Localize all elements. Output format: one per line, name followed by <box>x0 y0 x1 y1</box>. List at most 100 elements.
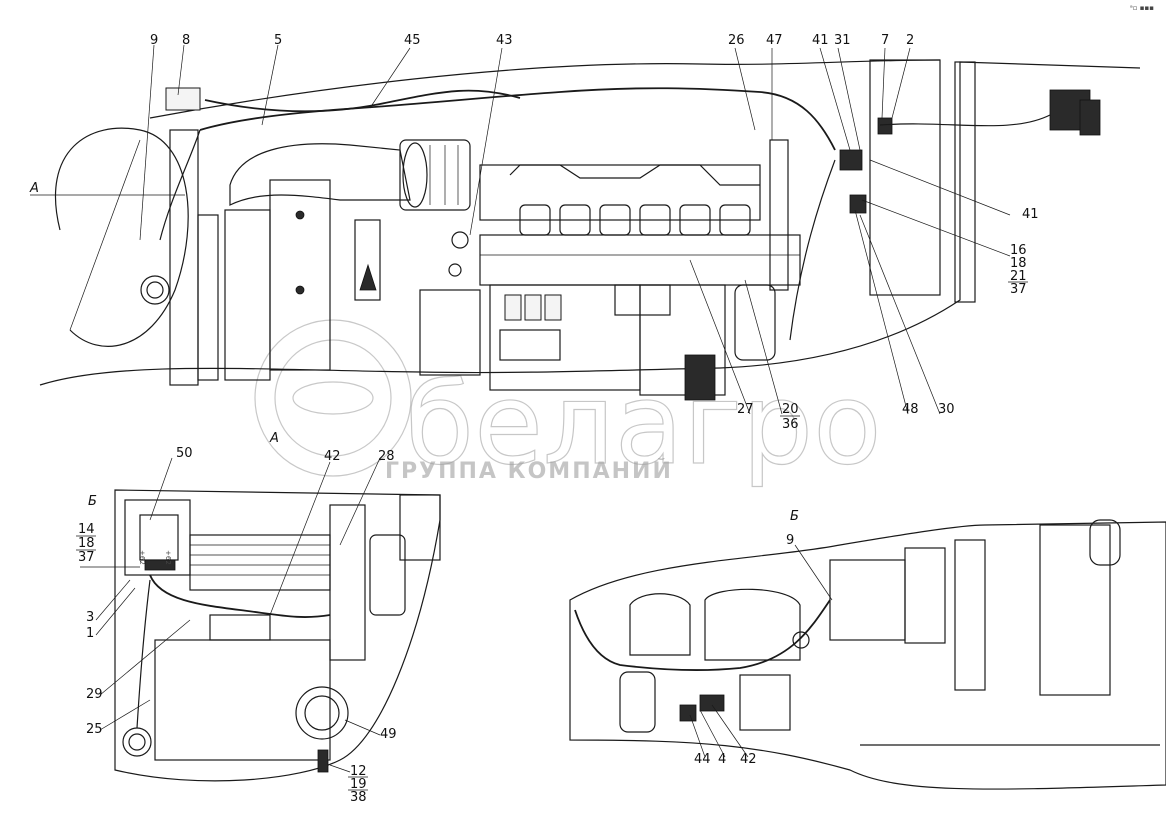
callout-36: 36 <box>782 417 799 432</box>
harness-upper <box>204 89 521 113</box>
horn <box>140 275 170 305</box>
callout-3: 3 <box>86 610 94 625</box>
callout-21: 21 <box>1010 269 1027 284</box>
frame-bracket <box>269 179 331 371</box>
callout-19: 19 <box>350 777 367 792</box>
leader-lines-top <box>139 44 1011 415</box>
watermark-logo-text: белагро <box>405 360 882 490</box>
harness-side <box>789 159 836 341</box>
radiator-core <box>197 214 219 381</box>
callout-4: 4 <box>718 752 726 767</box>
hood-top-line <box>149 59 941 119</box>
callout-41-right: 41 <box>1022 207 1039 222</box>
detail-right-outline <box>569 521 1166 790</box>
connector-block-b <box>849 194 867 214</box>
callout-16: 16 <box>1010 243 1027 258</box>
callout-8: 8 <box>182 33 190 48</box>
callout-27: 27 <box>737 402 754 417</box>
hood-outline <box>39 61 1141 386</box>
fuel-filter <box>619 671 656 733</box>
oil-filter <box>734 284 776 361</box>
fan-axis <box>69 139 141 331</box>
callout-44: 44 <box>694 752 711 767</box>
starter-relay <box>684 354 716 401</box>
callout-2: 2 <box>906 33 914 48</box>
corner-mark: ᵃ▫ ▪▪▪ <box>1130 4 1154 12</box>
callout-42-left: 42 <box>324 449 341 464</box>
tank-left <box>629 593 691 656</box>
detail-view-b-left: +62 +62 <box>80 457 441 782</box>
harness-cab <box>879 114 1051 127</box>
callout-26: 26 <box>728 33 745 48</box>
callout-45: 45 <box>404 33 421 48</box>
callout-43: 43 <box>496 33 513 48</box>
harness-radiator <box>159 129 201 241</box>
detail-left-outline <box>114 489 441 782</box>
callout-50: 50 <box>176 446 193 461</box>
air-filter <box>399 139 471 211</box>
ground-cable <box>136 579 151 729</box>
callout-18-top: 18 <box>1010 256 1027 271</box>
leader-lines-right <box>689 544 833 758</box>
callout-48: 48 <box>902 402 919 417</box>
cab-pillar <box>869 59 941 296</box>
callout-9: 9 <box>150 33 158 48</box>
engine-valve-cover <box>479 164 761 221</box>
callout-14: 14 <box>78 522 95 537</box>
engine-side <box>639 284 726 396</box>
callout-37-left: 37 <box>78 550 95 565</box>
relay-mark-left: +62 <box>138 550 146 565</box>
expansion-tank <box>165 87 201 111</box>
watermark-tagline: ГРУППА КОМПАНИЙ <box>385 458 673 484</box>
intercooler <box>224 209 271 381</box>
callout-41-top: 41 <box>812 33 829 48</box>
callout-20: 20 <box>782 402 799 417</box>
pump-body-right <box>739 674 791 731</box>
watermark-logo: белагро ГРУППА КОМПАНИЙ <box>254 319 882 491</box>
callout-25: 25 <box>86 722 103 737</box>
oil-filler <box>614 284 671 316</box>
ground-terminal <box>122 727 152 757</box>
connector-block-c <box>877 117 893 135</box>
callout-labels: 9 8 5 45 43 26 47 41 31 7 2 41 16 18 21 … <box>78 33 1039 805</box>
battery-box <box>154 639 331 761</box>
view-label-a-sub: А <box>269 431 279 446</box>
callout-1: 1 <box>86 626 94 641</box>
view-label-a-main: А <box>29 181 39 196</box>
leader-lines-left <box>80 457 381 773</box>
connector-block-a <box>839 149 863 171</box>
callout-underlines <box>76 281 1028 791</box>
callout-5: 5 <box>274 33 282 48</box>
relay-block-right <box>829 559 906 641</box>
callout-37-top: 37 <box>1010 282 1027 297</box>
engine-head <box>479 234 801 286</box>
callout-49: 49 <box>380 727 397 742</box>
exhaust-pipe <box>769 139 789 291</box>
callout-18-left: 18 <box>78 536 95 551</box>
callout-47: 47 <box>766 33 783 48</box>
callout-7: 7 <box>881 33 889 48</box>
accumulator-cell <box>369 534 406 616</box>
fan-belt-guard <box>354 219 381 301</box>
cooler-fins <box>189 534 331 591</box>
harness-right-b <box>574 599 831 672</box>
fan-shroud <box>54 127 189 347</box>
cab-frame-right <box>1039 524 1111 696</box>
view-label-b-right: Б <box>790 509 799 524</box>
alternator-bracket <box>419 289 481 376</box>
callout-12: 12 <box>350 764 367 779</box>
sensor-ring <box>295 686 349 740</box>
relay-mark-right: +62 <box>164 550 172 565</box>
fuse-panel <box>904 547 946 644</box>
callout-9-right: 9 <box>786 533 794 548</box>
view-label-b-left: Б <box>88 494 97 509</box>
callout-31: 31 <box>834 33 851 48</box>
callout-38: 38 <box>350 790 367 805</box>
main-engine-view <box>30 44 1141 415</box>
callout-28: 28 <box>378 449 395 464</box>
callout-29: 29 <box>86 687 103 702</box>
callout-42-right: 42 <box>740 752 757 767</box>
callout-30: 30 <box>938 402 955 417</box>
